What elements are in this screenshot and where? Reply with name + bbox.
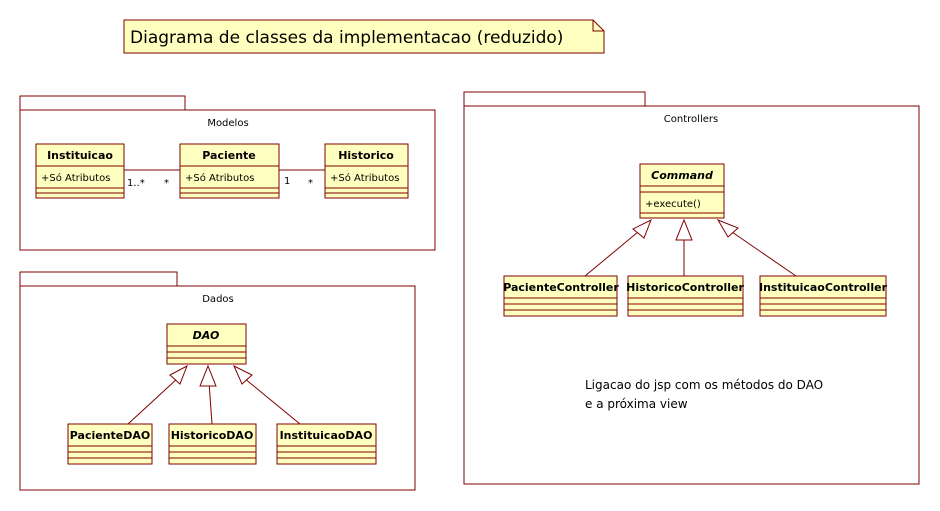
class-instituicao-attr: +Só Atributos bbox=[41, 172, 110, 184]
package-modelos-label: Modelos bbox=[207, 118, 248, 129]
class-command-name: Command bbox=[651, 169, 713, 182]
class-historico[interactable]: Historico +Só Atributos bbox=[324, 143, 409, 199]
class-pacientecontroller[interactable]: PacienteController bbox=[503, 275, 619, 317]
class-instituicaocontroller-name: InstituicaoController bbox=[759, 281, 888, 294]
class-pacientecontroller-name: PacienteController bbox=[503, 281, 619, 294]
class-historicocontroller[interactable]: HistoricoController bbox=[626, 275, 744, 317]
class-instituicaodao[interactable]: InstituicaoDAO bbox=[276, 423, 377, 465]
gen-arrow-1 bbox=[169, 364, 188, 385]
gen-arrow-3 bbox=[232, 364, 253, 385]
class-instituicao-name: Instituicao bbox=[47, 149, 113, 162]
gen-arrow-4 bbox=[632, 218, 652, 239]
mult-instituicao: 1..* bbox=[127, 178, 145, 189]
class-pacientedao[interactable]: PacienteDAO bbox=[67, 423, 153, 465]
class-command-op: +execute() bbox=[645, 199, 701, 210]
gen-arrow-5 bbox=[675, 218, 693, 241]
note-line-1: Ligacao do jsp com os métodos do DAO bbox=[585, 378, 823, 392]
gen-pacientedao-dao bbox=[127, 377, 179, 425]
class-command[interactable]: Command +execute() bbox=[639, 163, 725, 219]
class-paciente-attr: +Só Atributos bbox=[185, 172, 254, 184]
class-instituicao[interactable]: Instituicao +Só Atributos bbox=[35, 143, 125, 199]
diagram-title: Diagrama de classes da implementacao (re… bbox=[130, 28, 563, 48]
class-historico-attr: +Só Atributos bbox=[330, 172, 399, 184]
class-instituicaodao-name: InstituicaoDAO bbox=[280, 429, 373, 442]
mult-paciente-left: * bbox=[164, 178, 169, 189]
class-instituicaocontroller[interactable]: InstituicaoController bbox=[759, 275, 888, 317]
gen-arrow-2 bbox=[199, 364, 217, 387]
mult-paciente-right: 1 bbox=[284, 176, 290, 187]
gen-instituicaodao-dao bbox=[243, 377, 301, 425]
class-pacientedao-name: PacienteDAO bbox=[70, 429, 151, 442]
class-historicodao[interactable]: HistoricoDAO bbox=[168, 423, 257, 465]
class-paciente-name: Paciente bbox=[202, 149, 256, 162]
class-dao-name: DAO bbox=[193, 329, 220, 342]
package-dados-label: Dados bbox=[202, 294, 234, 305]
gen-instituicaocontroller-command bbox=[731, 231, 797, 277]
note-line-2: e a próxima view bbox=[585, 397, 688, 411]
gen-arrow-6 bbox=[716, 218, 739, 238]
title-note: Diagrama de classes da implementacao (re… bbox=[123, 19, 605, 54]
class-paciente[interactable]: Paciente +Só Atributos bbox=[179, 143, 280, 199]
gen-pacientecontroller-command bbox=[584, 231, 639, 277]
package-controllers-label: Controllers bbox=[664, 114, 718, 125]
class-dao[interactable]: DAO bbox=[166, 323, 247, 365]
class-historicodao-name: HistoricoDAO bbox=[171, 429, 254, 442]
gen-historicodao-dao bbox=[208, 381, 213, 425]
class-historico-name: Historico bbox=[338, 149, 394, 162]
class-historicocontroller-name: HistoricoController bbox=[626, 281, 744, 294]
mult-historico: * bbox=[308, 178, 313, 189]
